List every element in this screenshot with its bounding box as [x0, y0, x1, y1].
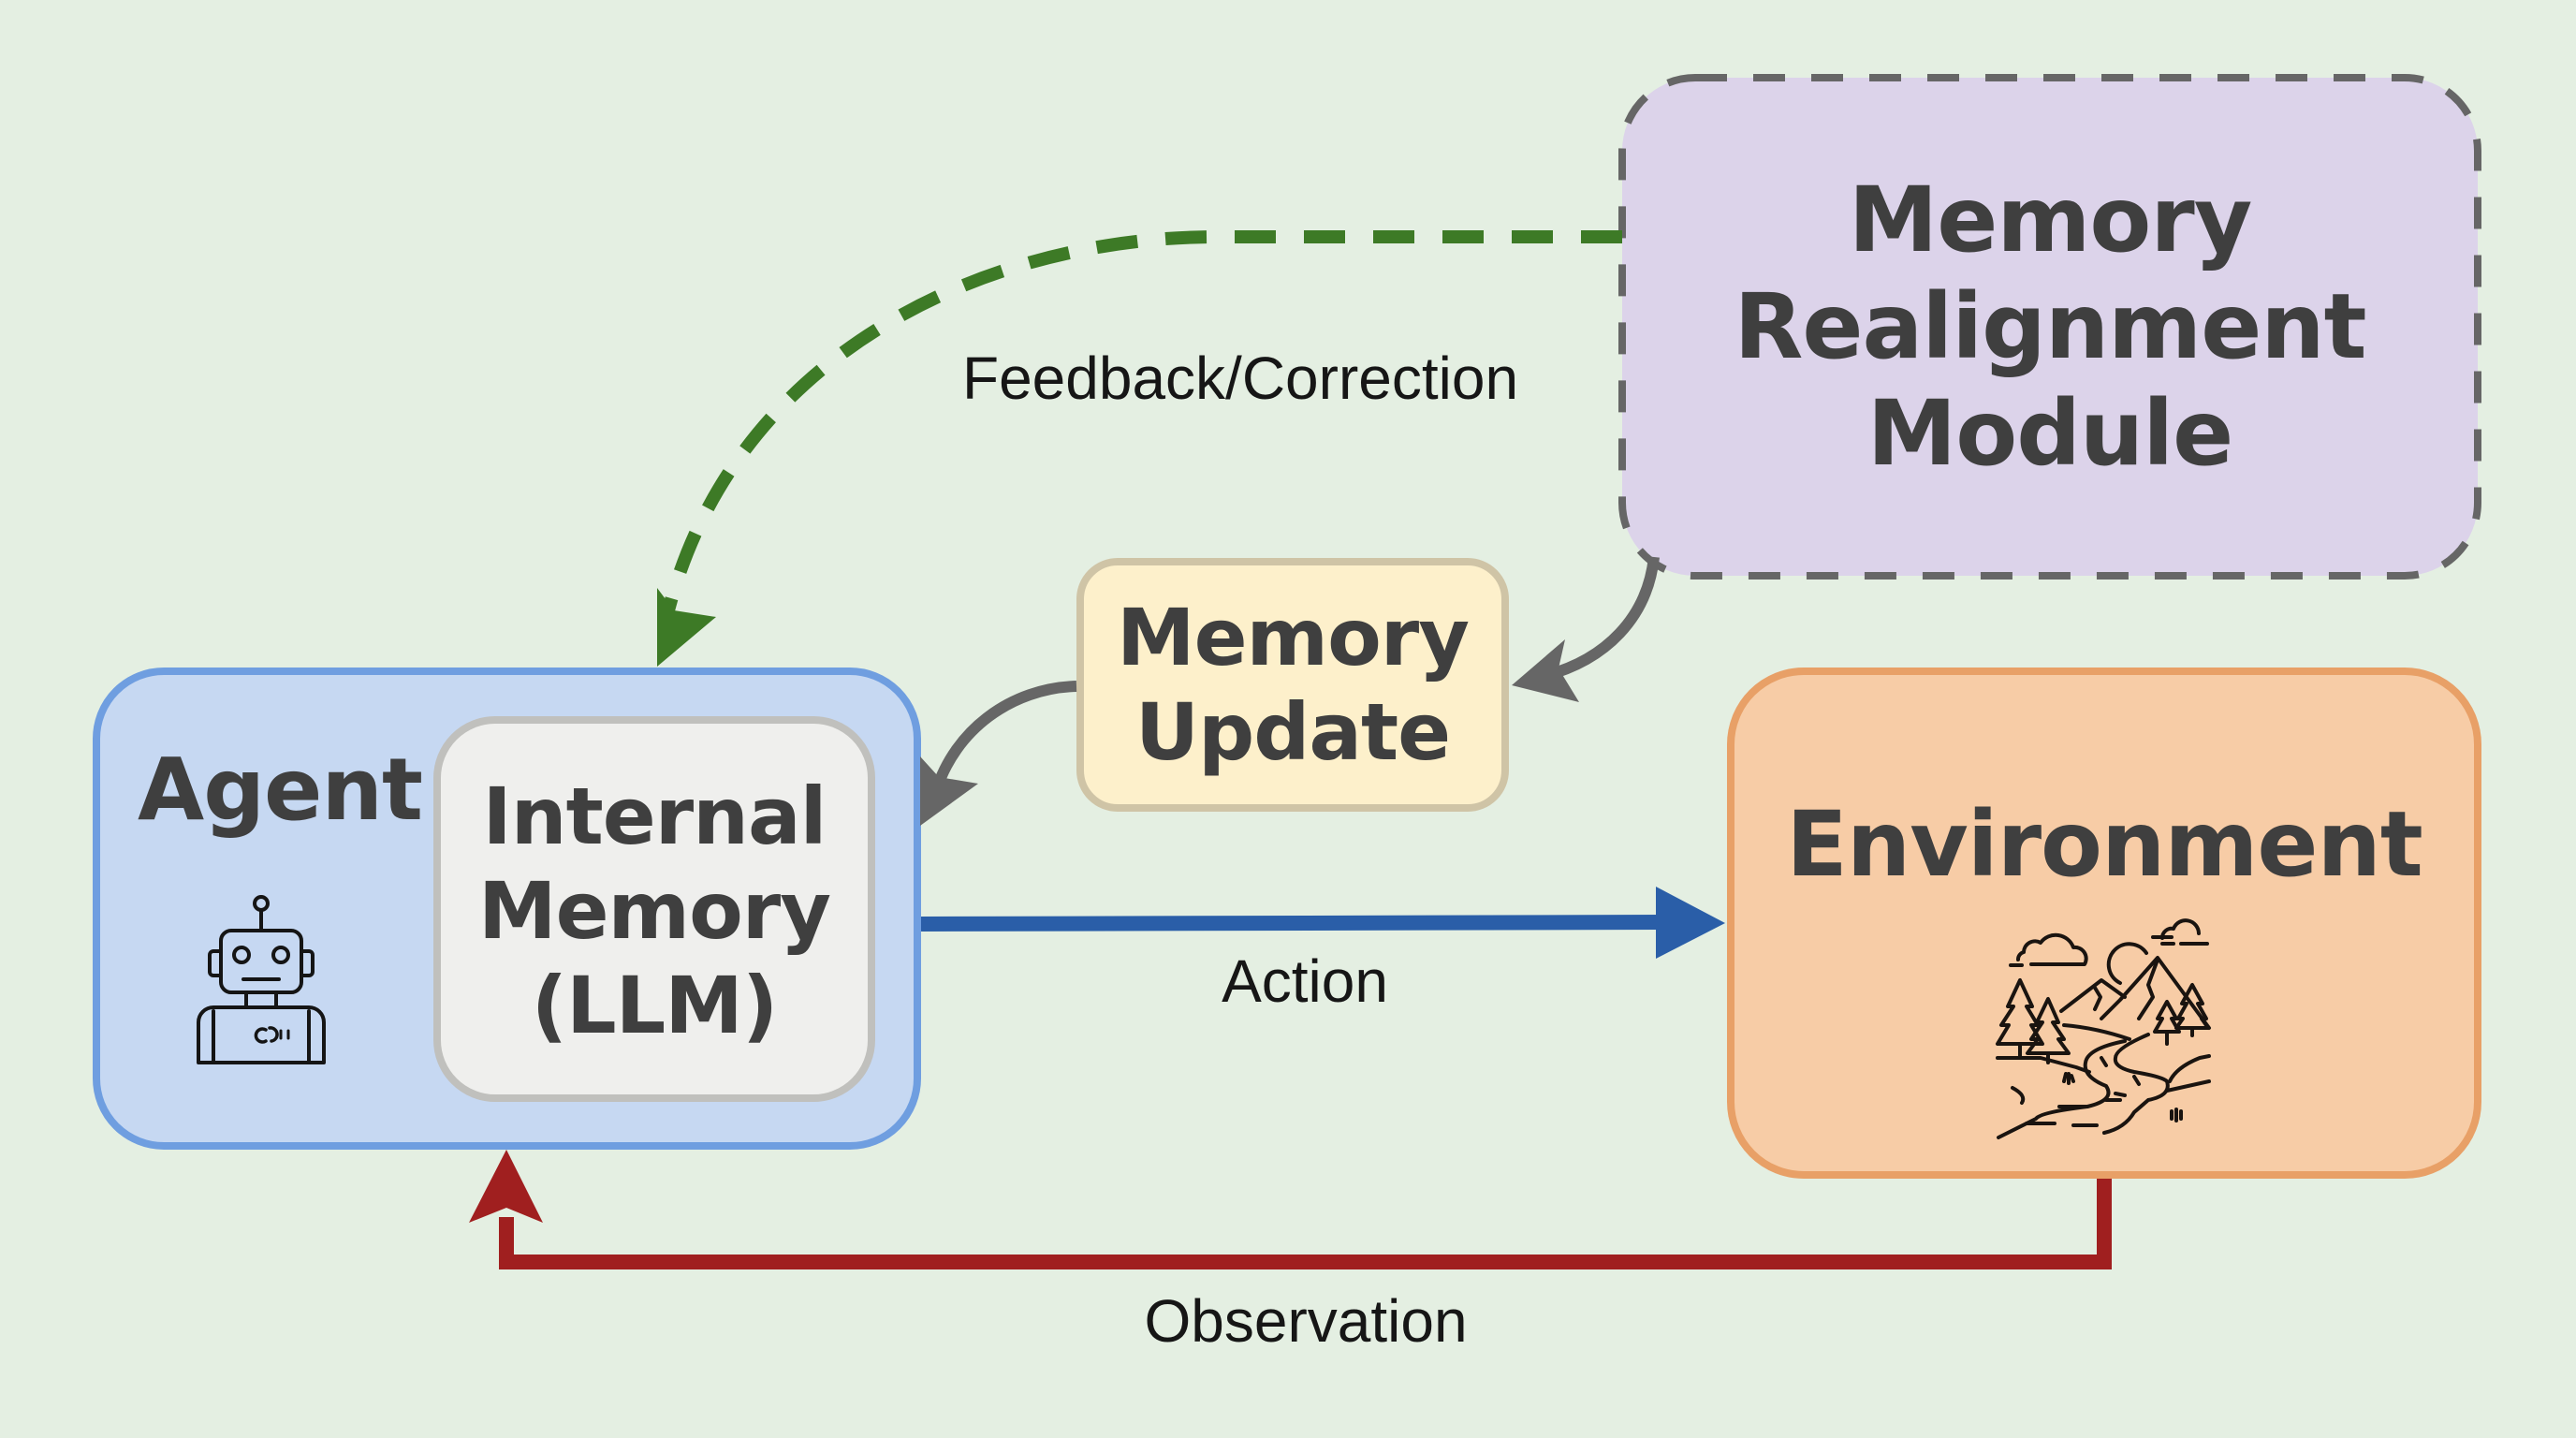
observation-arrow-line: [499, 1179, 2112, 1269]
internal-memory-label-line-3: (LLM): [531, 959, 778, 1051]
memory-update-label-line-1: Memory: [1117, 591, 1470, 683]
environment-box[interactable]: [1727, 668, 2481, 1179]
environment-label: Environment: [1727, 791, 2481, 898]
realign-to-update-arrowhead: [1512, 639, 1579, 702]
internal-memory-label: Internal Memory (LLM): [433, 716, 875, 1102]
observation-label: Observation: [1144, 1287, 1468, 1355]
landscape-icon: [1996, 918, 2211, 1139]
memory-realignment-label-line-3: Module: [1866, 381, 2234, 486]
memory-update-label-line-2: Update: [1134, 685, 1451, 778]
memory-realignment-label-line-1: Memory: [1848, 168, 2253, 272]
feedback-correction-label: Feedback/Correction: [961, 345, 1519, 412]
update-to-agent-arrow-line: [930, 681, 1077, 793]
action-label: Action: [1222, 947, 1388, 1015]
agent-label: Agent: [138, 740, 423, 840]
observation-arrowhead: [469, 1150, 543, 1223]
memory-realignment-box[interactable]: [1618, 74, 2481, 580]
environment-label-text: Environment: [1786, 792, 2422, 897]
action-arrowhead: [1656, 887, 1725, 959]
robot-icon: [197, 895, 326, 1064]
memory-realignment-label: Memory Realignment Module: [1622, 78, 2478, 576]
realign-to-update-arrow-line: [1543, 556, 1660, 682]
internal-memory-label-line-2: Memory: [478, 864, 831, 957]
internal-memory-label-line-1: Internal: [482, 770, 827, 862]
action-arrow-line: [920, 915, 1667, 932]
memory-update-box[interactable]: [1076, 558, 1509, 812]
internal-memory-box[interactable]: [433, 716, 875, 1102]
memory-realignment-label-line-2: Realignment: [1734, 274, 2366, 379]
feedback-arrowhead: [657, 588, 716, 667]
update-to-agent-arrowhead: [920, 756, 978, 826]
memory-update-label: Memory Update: [1076, 558, 1509, 812]
feedback-arrow-line: [660, 230, 1622, 620]
